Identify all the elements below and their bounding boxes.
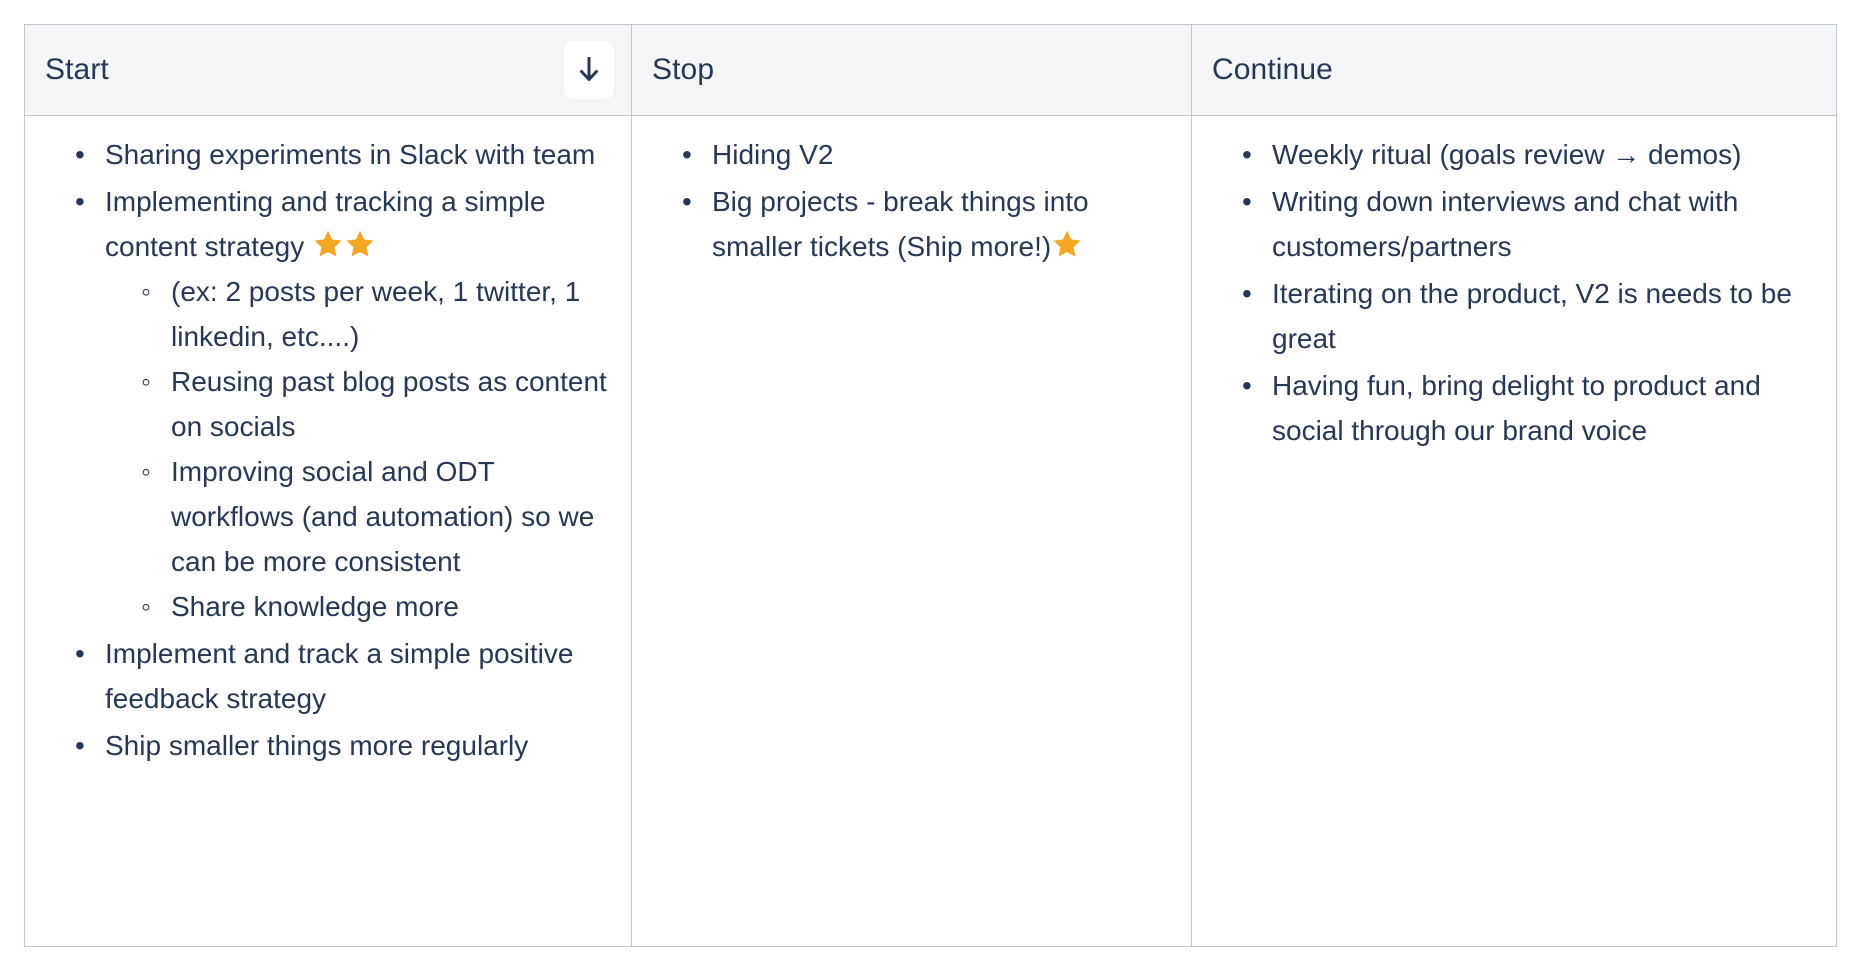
sub-list-item-text: Reusing past blog posts as content on so… <box>171 366 607 442</box>
list-item[interactable]: Weekly ritual (goals review → demos) <box>1242 132 1820 177</box>
sub-bullet-list: (ex: 2 posts per week, 1 twitter, 1 link… <box>105 269 615 629</box>
list-item-text: Having fun, bring delight to product and… <box>1272 370 1761 446</box>
list-item-text: Sharing experiments in Slack with team <box>105 139 596 170</box>
retro-board-table: Start Stop <box>24 24 1837 947</box>
bullet-list-stop: Hiding V2 Big projects - break things int… <box>648 132 1175 269</box>
list-item-text: Iterating on the product, V2 is needs to… <box>1272 278 1792 354</box>
sub-list-item[interactable]: Improving social and ODT workflows (and … <box>141 449 615 584</box>
list-item[interactable]: Having fun, bring delight to product and… <box>1242 363 1820 453</box>
column-header-continue: Continue <box>1191 24 1837 116</box>
column-header-stop: Stop <box>631 24 1192 116</box>
column-title-continue: Continue <box>1212 53 1333 86</box>
sub-list-item-text: Improving social and ODT workflows (and … <box>171 456 595 577</box>
sort-descending-button[interactable] <box>565 42 613 98</box>
sub-list-item[interactable]: (ex: 2 posts per week, 1 twitter, 1 link… <box>141 269 615 359</box>
list-item[interactable]: Implementing and tracking a simple conte… <box>75 179 615 629</box>
star-icon <box>311 227 345 261</box>
star-icon <box>1050 227 1084 261</box>
list-item[interactable]: Iterating on the product, V2 is needs to… <box>1242 271 1820 361</box>
list-item-text: Writing down interviews and chat with cu… <box>1272 186 1739 262</box>
list-item-text: Hiding V2 <box>712 139 834 170</box>
sub-list-item-text: (ex: 2 posts per week, 1 twitter, 1 link… <box>171 276 581 352</box>
star-icon <box>343 227 377 261</box>
list-item[interactable]: Big projects - break things into smaller… <box>682 179 1175 269</box>
column-list-continue: Weekly ritual (goals review → demos) Writ… <box>1192 116 1836 946</box>
list-item-text: Ship smaller things more regularly <box>105 730 529 761</box>
column-title-stop: Stop <box>652 53 715 86</box>
sub-list-item[interactable]: Share knowledge more <box>141 584 615 629</box>
list-item[interactable]: Sharing experiments in Slack with team <box>75 132 615 177</box>
table-row: Sharing experiments in Slack with teamIm… <box>24 115 1837 947</box>
list-item[interactable]: Implement and track a simple positive fe… <box>75 631 615 721</box>
list-item[interactable]: Hiding V2 <box>682 132 1175 177</box>
sub-list-item[interactable]: Reusing past blog posts as content on so… <box>141 359 615 449</box>
table-header-row: Start Stop <box>24 24 1837 116</box>
list-item[interactable]: Ship smaller things more regularly <box>75 723 615 768</box>
list-item-text: Big projects - break things into smaller… <box>712 186 1089 262</box>
column-header-start: Start <box>24 24 632 116</box>
column-cell-start: Sharing experiments in Slack with teamIm… <box>24 115 632 947</box>
bullet-list-start: Sharing experiments in Slack with teamIm… <box>41 132 615 768</box>
list-item-text: Weekly ritual (goals review → demos) <box>1272 139 1742 170</box>
list-item-text: Implement and track a simple positive fe… <box>105 638 574 714</box>
column-list-start: Sharing experiments in Slack with teamIm… <box>25 116 631 946</box>
column-cell-stop: Hiding V2 Big projects - break things int… <box>631 115 1192 947</box>
arrow-down-icon <box>578 57 600 83</box>
bullet-list-continue: Weekly ritual (goals review → demos) Writ… <box>1208 132 1820 453</box>
list-item[interactable]: Writing down interviews and chat with cu… <box>1242 179 1820 269</box>
sub-list-item-text: Share knowledge more <box>171 591 459 622</box>
column-title-start: Start <box>45 53 109 86</box>
list-item-text: Implementing and tracking a simple conte… <box>105 186 546 262</box>
column-cell-continue: Weekly ritual (goals review → demos) Writ… <box>1191 115 1837 947</box>
column-list-stop: Hiding V2 Big projects - break things int… <box>632 116 1191 946</box>
